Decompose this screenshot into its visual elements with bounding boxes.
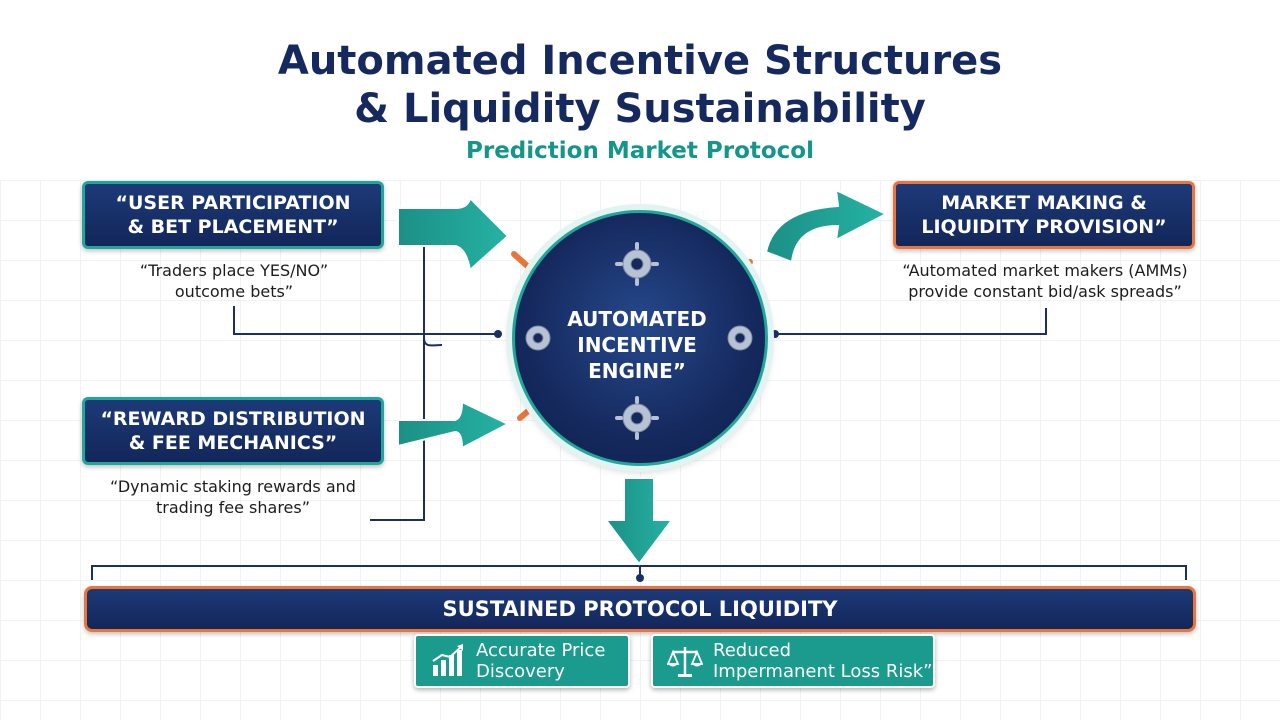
user-participation-line2: & BET PLACEMENT” — [127, 216, 339, 238]
market-making-line1: MARKET MAKING & — [941, 192, 1147, 214]
reward-distribution-desc-line1: “Dynamic staking rewards and — [110, 477, 356, 496]
page-title-line2: & Liquidity Sustainability — [354, 86, 926, 132]
connector-reward-branch — [423, 337, 443, 347]
reward-distribution-line1: “REWARD DISTRIBUTION — [100, 408, 366, 430]
impermanent-loss-text: Reduced Impermanent Loss Risk” — [713, 640, 933, 682]
connector-user-desc — [233, 306, 498, 335]
connector-lines — [91, 210, 1187, 580]
price-discovery-text: Accurate Price Discovery — [476, 640, 605, 682]
arrow-engine-to-liquidity — [604, 477, 674, 566]
arrow-engine-to-market — [764, 188, 889, 264]
market-making-desc-line1: “Automated market makers (AMMs) — [902, 261, 1188, 280]
market-making-desc-line2: provide constant bid/ask spreads” — [908, 282, 1182, 301]
outcome-badge-impermanent-loss: Reduced Impermanent Loss Risk” — [651, 634, 935, 688]
user-participation-desc-line1: “Traders place YES/NO” — [139, 261, 329, 280]
market-making-line2: LIQUIDITY PROVISION” — [921, 216, 1167, 238]
engine-label-line2: INCENTIVE — [577, 333, 697, 357]
engine-label-line1: AUTOMATED — [567, 307, 707, 331]
connector-dot-left — [494, 330, 502, 338]
sustained-liquidity-label: SUSTAINED PROTOCOL LIQUIDITY — [442, 597, 838, 621]
market-making-box: MARKET MAKING & LIQUIDITY PROVISION” — [893, 181, 1195, 249]
impermanent-loss-line2: Impermanent Loss Risk” — [713, 661, 933, 682]
user-participation-box: “USER PARTICIPATION & BET PLACEMENT” — [82, 181, 384, 249]
connector-left-vertical — [370, 210, 425, 521]
arrow-user-to-engine — [397, 195, 510, 272]
reward-distribution-line2: & FEE MECHANICS” — [128, 432, 338, 454]
market-making-description: “Automated market makers (AMMs) provide … — [880, 260, 1210, 302]
gear-icon — [622, 249, 652, 279]
price-discovery-line1: Accurate Price — [476, 640, 606, 661]
page-title-line1: Automated Incentive Structures — [277, 38, 1003, 84]
price-discovery-line2: Discovery — [476, 661, 565, 682]
reward-distribution-box: “REWARD DISTRIBUTION & FEE MECHANICS” — [82, 397, 384, 465]
page-subtitle: Prediction Market Protocol — [466, 138, 814, 164]
reward-distribution-description: “Dynamic staking rewards and trading fee… — [88, 476, 378, 518]
user-participation-description: “Traders place YES/NO” outcome bets” — [96, 260, 372, 302]
reward-distribution-desc-line2: trading fee shares” — [155, 498, 311, 517]
impermanent-loss-line1: Reduced — [713, 640, 792, 661]
user-participation-desc-line2: outcome bets” — [174, 282, 294, 301]
gear-icon — [525, 325, 551, 351]
arrow-reward-to-engine — [397, 400, 511, 450]
engine-label-line3: ENGINE” — [588, 359, 686, 383]
gear-teeth — [615, 242, 659, 440]
gear-icon — [622, 403, 652, 433]
connector-right — [775, 308, 1047, 335]
user-participation-line1: “USER PARTICIPATION — [115, 192, 351, 214]
connector-dot-bottom — [636, 574, 644, 582]
engine-label: AUTOMATED INCENTIVE ENGINE” — [520, 306, 754, 384]
connector-dot-right — [771, 330, 779, 338]
bar-chart-icon — [432, 644, 463, 676]
sustained-liquidity-bar: SUSTAINED PROTOCOL LIQUIDITY — [84, 586, 1196, 632]
gear-icon — [727, 325, 753, 351]
outcome-badge-price-discovery: Accurate Price Discovery — [414, 634, 630, 688]
balance-scale-icon — [667, 647, 703, 677]
